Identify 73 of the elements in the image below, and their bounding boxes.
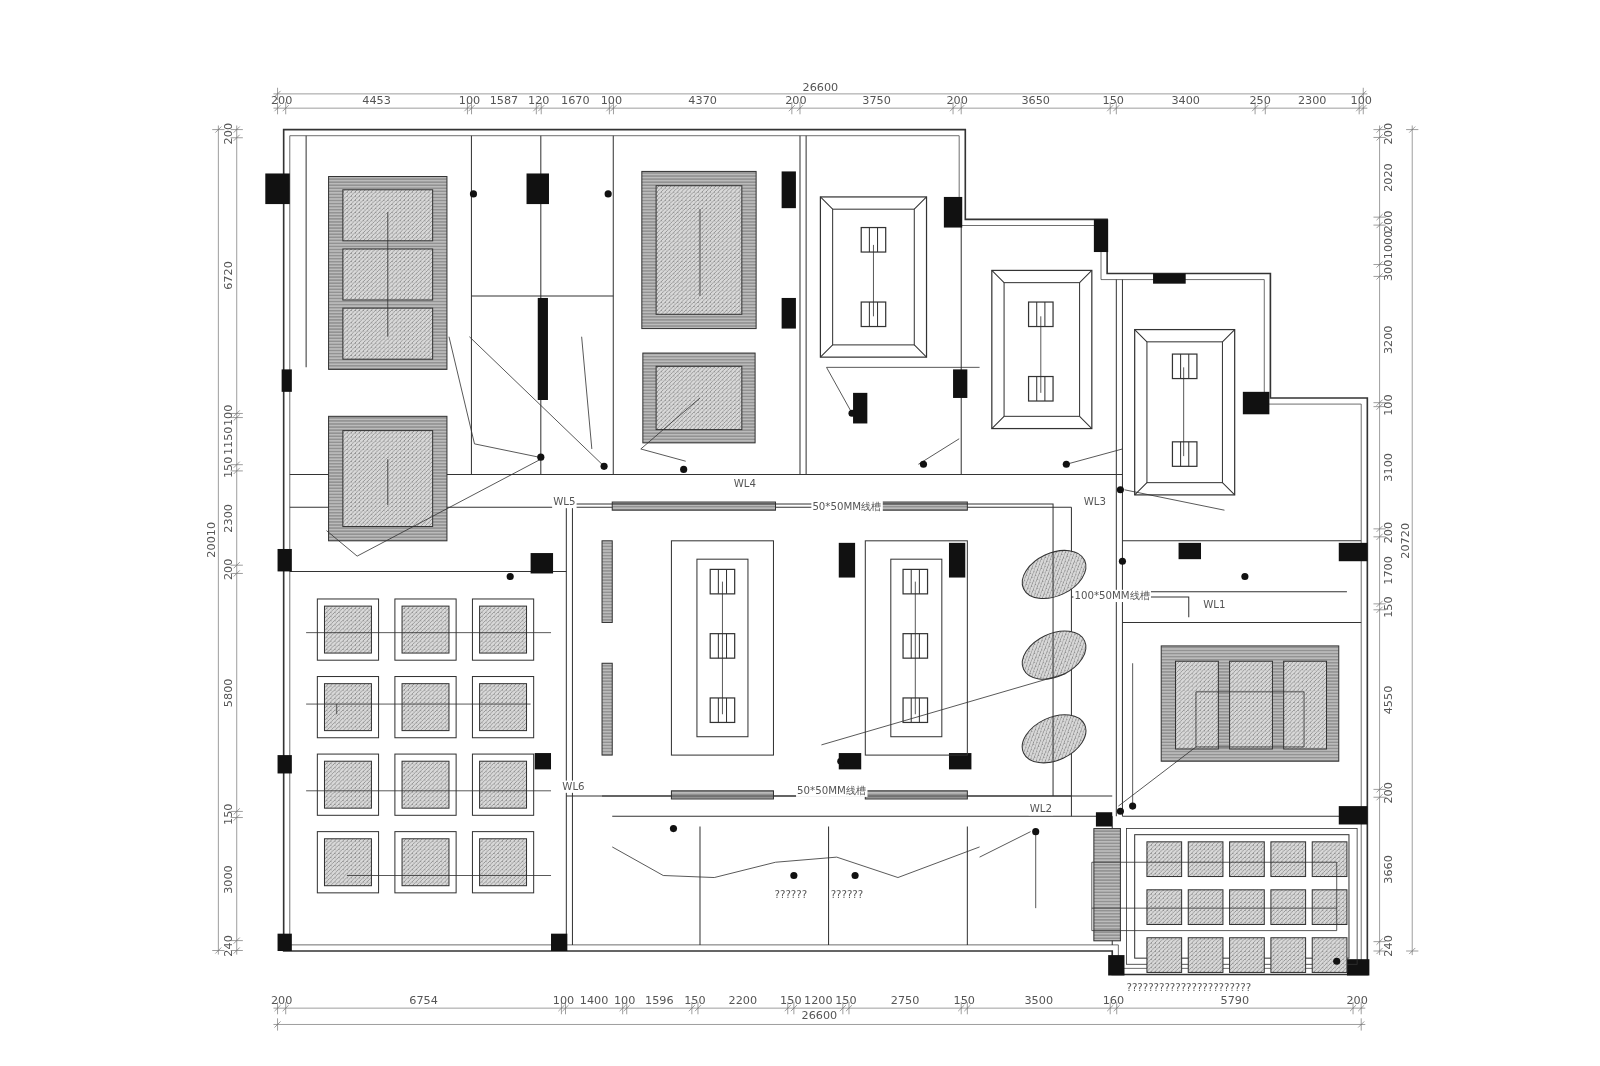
dimension-text: 3750 <box>862 94 891 108</box>
dimension-text: 6754 <box>409 994 438 1008</box>
dimension-text: 3500 <box>1024 994 1054 1008</box>
dimension-text: 150 <box>835 994 857 1008</box>
dimension-text: 1587 <box>489 94 519 108</box>
dimension-text: 4453 <box>362 94 391 108</box>
dimension-text: 200 <box>1382 782 1395 804</box>
dimension-text: 200 <box>270 994 293 1008</box>
note-text: ?????? <box>829 888 865 901</box>
dimension-text: 100 <box>1382 393 1395 416</box>
dimension-text: 1670 <box>561 94 590 108</box>
trunking-label: 100*50MM线槽 <box>1073 589 1152 603</box>
dimension-text: 4370 <box>688 94 717 108</box>
dimension-text: 4550 <box>1382 685 1395 714</box>
dimension-text: 250 <box>1249 94 1271 108</box>
dimension-text: 150 <box>1382 596 1395 618</box>
dimension-text: 3400 <box>1171 94 1200 108</box>
dimension-text: 150 <box>1102 94 1124 108</box>
dimension-text: 150 <box>222 457 235 479</box>
dimension-text: 200 <box>1346 994 1368 1008</box>
dimension-text: 3100 <box>1382 453 1395 483</box>
dimension-text: 1000 <box>1382 230 1395 260</box>
dimension-text: 150 <box>953 994 975 1008</box>
dimension-text: 6720 <box>222 261 235 290</box>
dimension-text: 1700 <box>1382 556 1395 585</box>
dimension-text: 200 <box>1382 522 1395 544</box>
dimension-text: 3200 <box>1382 325 1395 354</box>
dimension-text: 200 <box>1382 122 1395 145</box>
circuit-label: WL4 <box>732 477 758 490</box>
circuit-label: WL5 <box>552 495 577 509</box>
dimension-text: 150 <box>222 803 235 826</box>
dimension-text: 100 <box>600 94 623 108</box>
dimension-text: 5800 <box>222 678 235 707</box>
dimension-text: 300 <box>1382 259 1395 282</box>
dimension-text: 150 <box>684 994 706 1008</box>
circuit-label: WL6 <box>561 780 586 793</box>
dimension-text: 200 <box>1382 210 1395 232</box>
dimension-text: 240 <box>222 934 235 957</box>
dimension-text: 26600 <box>801 1010 838 1023</box>
dimension-text: 200 <box>270 94 293 108</box>
dimension-text: 1200 <box>804 994 833 1008</box>
dimension-text: 200 <box>222 558 235 581</box>
dimension-text: 240 <box>1382 935 1395 957</box>
dimension-text: 2750 <box>890 994 920 1008</box>
dimension-text: 3660 <box>1382 855 1395 884</box>
trunking-label: 50*50MM线槽 <box>796 784 868 797</box>
dimension-text: 100 <box>222 404 235 427</box>
dimension-text: 200 <box>946 94 968 108</box>
dimension-text: 120 <box>528 94 550 108</box>
dimension-text: 100 <box>613 994 636 1008</box>
dimension-text: 200 <box>222 122 235 145</box>
dimension-text: 2200 <box>728 994 758 1008</box>
note-text: ??????????????????????? <box>1125 981 1253 994</box>
dimension-text: 2300 <box>1297 94 1327 108</box>
dimension-text: 20720 <box>1400 522 1413 559</box>
dimension-text: 20010 <box>206 522 219 558</box>
dimension-text: 1400 <box>579 994 609 1008</box>
dimension-text: 5790 <box>1220 994 1250 1008</box>
dimension-text: 3650 <box>1021 94 1050 108</box>
dimension-text: 2300 <box>222 503 235 533</box>
note-text: ?????? <box>773 888 809 901</box>
dimension-text: 100 <box>458 94 481 108</box>
dimension-text: 1596 <box>645 994 674 1008</box>
dimension-text: 150 <box>780 994 802 1008</box>
dimension-text: 26600 <box>802 81 839 94</box>
dimension-text: 2020 <box>1382 163 1395 192</box>
dimension-text: 100 <box>1350 94 1372 108</box>
dimension-text: 100 <box>552 994 575 1008</box>
dimension-text: 160 <box>1102 994 1125 1008</box>
dimension-text: 200 <box>785 94 807 108</box>
dimension-text: 1150 <box>222 426 235 456</box>
trunking-label: 50*50MM线槽 <box>811 501 883 514</box>
dimension-text: 3000 <box>222 864 235 894</box>
